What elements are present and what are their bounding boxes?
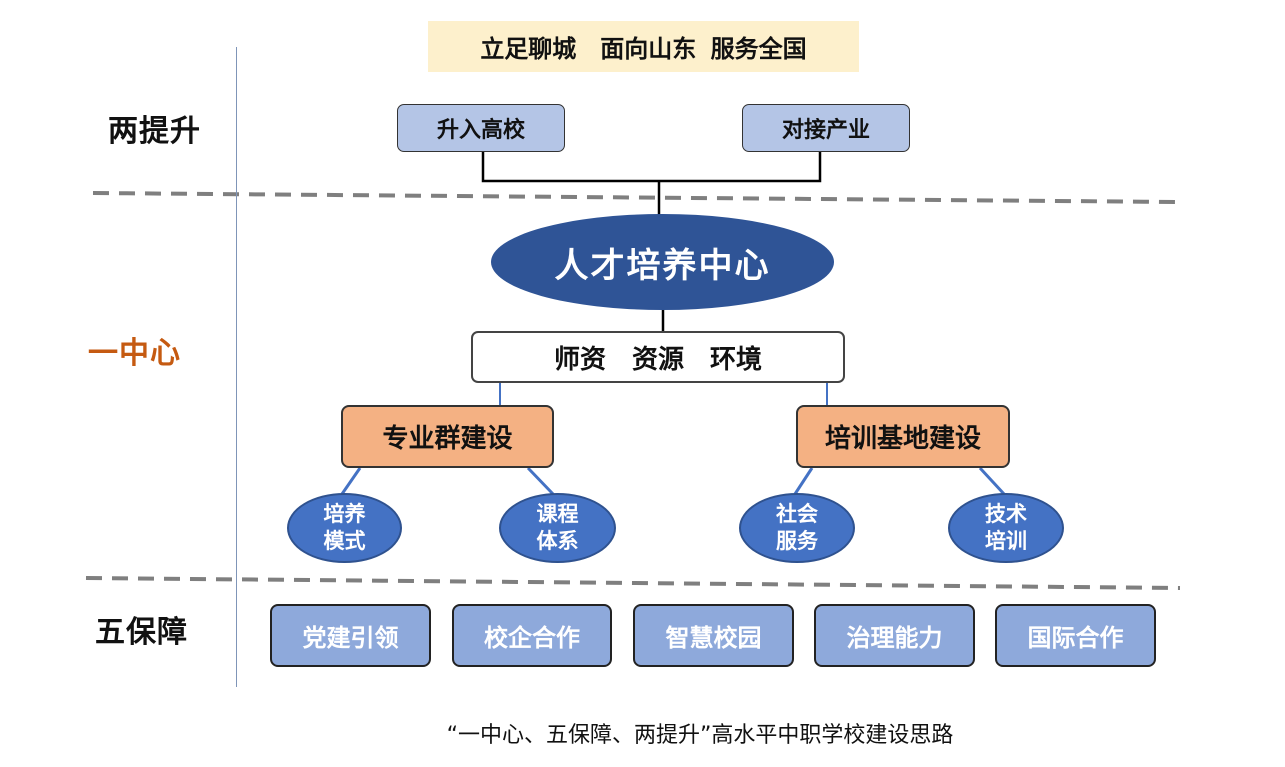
- resources-box: 师资 资源 环境: [471, 331, 845, 383]
- pillar-right-to-oval-3: [793, 467, 814, 495]
- slogan-banner: 立足聊城 面向山东 服务全国: [428, 21, 859, 72]
- pillar-major-group: 专业群建设: [341, 405, 554, 468]
- oval-social-service: 社会服务: [739, 493, 855, 563]
- guarantee-smart-campus: 智慧校园: [633, 604, 794, 667]
- oval-training-mode: 培养模式: [287, 493, 402, 563]
- pillar-left-to-oval-2: [526, 466, 555, 496]
- oval-curriculum-system: 课程体系: [499, 493, 616, 563]
- section-label-five-guarantees: 五保障: [95, 615, 188, 650]
- box-industry-docking: 对接产业: [742, 104, 910, 152]
- guarantee-governance: 治理能力: [814, 604, 975, 667]
- section-label-one-center: 一中心: [88, 336, 181, 371]
- separator-dashed-bottom: [85, 576, 1181, 590]
- guarantee-party-leadership: 党建引领: [270, 604, 431, 667]
- section-label-two-upgrades: 两提升: [108, 114, 201, 149]
- pillar-training-base: 培训基地建设: [796, 405, 1010, 468]
- talent-training-center: 人才培养中心: [491, 214, 834, 310]
- vertical-divider: [236, 47, 237, 687]
- bracket-connector: [481, 152, 822, 183]
- figure-caption: “一中心、五保障、两提升”高水平中职学校建设思路: [446, 723, 954, 748]
- oval-technical-training: 技术培训: [948, 493, 1064, 563]
- pillar-right-to-oval-4: [978, 466, 1006, 496]
- separator-dashed-top: [92, 191, 1181, 204]
- box-enter-university: 升入高校: [397, 104, 565, 152]
- guarantee-school-enterprise: 校企合作: [452, 604, 612, 667]
- guarantee-international: 国际合作: [995, 604, 1156, 667]
- pillar-left-to-oval-1: [340, 467, 362, 495]
